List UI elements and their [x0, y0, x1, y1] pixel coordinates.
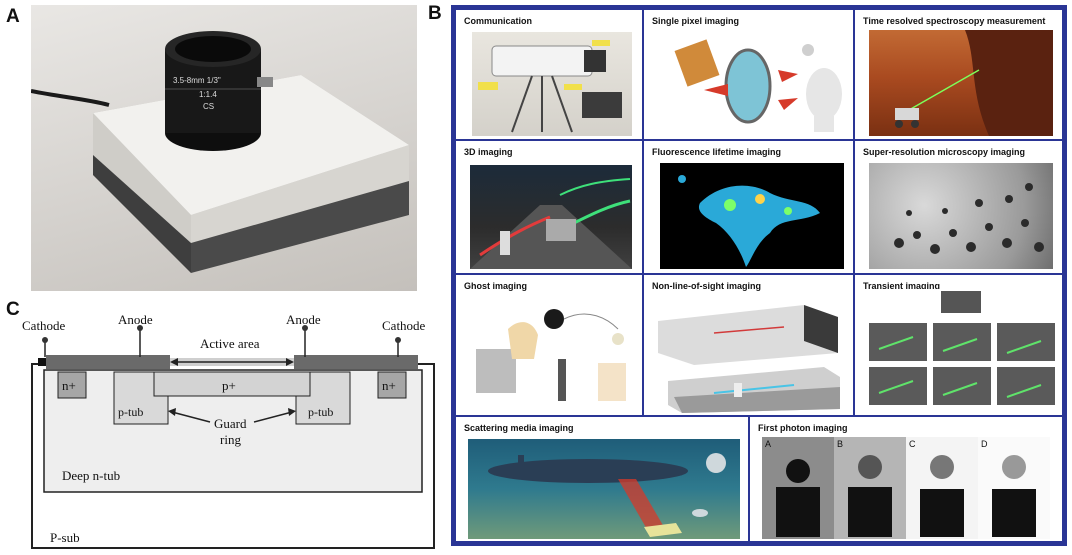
ghost-imaging-image	[468, 299, 636, 411]
panel-label-c: C	[6, 299, 20, 320]
label-guard: Guard	[214, 416, 247, 431]
title-single-pixel: Single pixel imaging	[652, 16, 740, 26]
applications-grid: Communication Single pixel imaging	[451, 5, 1067, 546]
lens-text-3: CS	[203, 102, 214, 111]
cell-single-pixel: Single pixel imaging	[642, 8, 855, 141]
label-deep-n-tub: Deep n-tub	[62, 468, 120, 483]
label-ring: ring	[220, 432, 241, 447]
title-nlos: Non-line-of-sight imaging	[652, 281, 761, 291]
first-photon-label-a: A	[765, 439, 771, 449]
single-pixel-image	[658, 30, 848, 138]
first-photon-label-b: B	[837, 439, 843, 449]
transient-imaging-image	[865, 289, 1057, 413]
first-photon-label-d: D	[981, 439, 988, 449]
label-p-plus: p+	[222, 378, 236, 393]
title-fluorescence: Fluorescence lifetime imaging	[652, 147, 782, 157]
cell-first-photon: First photon imaging A B C D	[748, 415, 1064, 543]
label-n-plus-right: n+	[382, 378, 396, 393]
fluorescence-graphic	[678, 175, 820, 267]
title-scattering: Scattering media imaging	[464, 423, 574, 433]
first-photon-label-c: C	[909, 439, 916, 449]
cell-super-resolution: Super-resolution microscopy imaging	[853, 139, 1064, 275]
mars-graphic	[895, 30, 1053, 136]
label-cathode-left: Cathode	[22, 318, 66, 333]
spad-device-photo: 3.5-8mm 1/3" 1:1.4 CS	[31, 5, 417, 291]
scattering-graphic	[488, 453, 726, 537]
title-communication: Communication	[464, 16, 533, 26]
lidar-road-graphic	[470, 178, 632, 269]
title-3d-imaging: 3D imaging	[464, 147, 513, 157]
title-first-photon: First photon imaging	[758, 423, 848, 433]
cell-ghost: Ghost imaging	[454, 273, 644, 417]
cell-nlos: Non-line-of-sight imaging	[642, 273, 855, 417]
3d-imaging-image	[470, 165, 632, 269]
cell-3d-imaging: 3D imaging	[454, 139, 644, 275]
single-pixel-graphic	[674, 39, 842, 132]
underwater-image	[468, 439, 740, 539]
panel-label-a: A	[6, 6, 20, 27]
ghost-graphic	[476, 309, 626, 401]
microscopy-graphic	[894, 183, 1044, 254]
cell-fluorescence: Fluorescence lifetime imaging	[642, 139, 855, 275]
cell-transient: Transient imaging	[853, 273, 1064, 417]
telescope-graphic	[478, 40, 622, 133]
nlos-image	[654, 297, 848, 413]
microscopy-image	[869, 163, 1053, 269]
spad-device-illustration: 3.5-8mm 1/3" 1:1.4 CS	[31, 31, 409, 273]
label-anode-right: Anode	[286, 312, 321, 327]
schematic-svg: Cathode Anode Active area Anode Cathode …	[22, 312, 435, 549]
first-photon-graphic: A B C D	[762, 437, 1050, 539]
lens-text-2: 1:1.4	[199, 90, 217, 99]
label-p-tub-left: p-tub	[118, 405, 143, 419]
label-cathode-right: Cathode	[382, 318, 426, 333]
spad-cross-section: Cathode Anode Active area Anode Cathode …	[0, 300, 440, 550]
title-time-resolved: Time resolved spectroscopy measurement	[863, 16, 1046, 26]
title-transient: Transient imaging	[863, 281, 941, 291]
panel-label-b: B	[428, 3, 442, 24]
lens-text-1: 3.5-8mm 1/3"	[173, 76, 221, 85]
first-photon-image: A B C D	[762, 437, 1052, 539]
cell-time-resolved: Time resolved spectroscopy measurement	[853, 8, 1064, 141]
label-p-sub: P-sub	[50, 530, 80, 545]
label-n-plus-left: n+	[62, 378, 76, 393]
fluorescence-image	[660, 163, 844, 269]
nlos-graphic	[658, 305, 840, 413]
cell-scattering: Scattering media imaging	[454, 415, 750, 543]
mars-rover-image	[869, 30, 1053, 136]
label-anode-left: Anode	[118, 312, 153, 327]
label-p-tub-right: p-tub	[308, 405, 333, 419]
transient-graphic	[869, 291, 1055, 405]
cell-communication: Communication	[454, 8, 644, 141]
communication-image	[472, 32, 632, 136]
title-super-resolution: Super-resolution microscopy imaging	[863, 147, 1026, 157]
label-active-area: Active area	[200, 336, 260, 351]
title-ghost: Ghost imaging	[464, 281, 527, 291]
